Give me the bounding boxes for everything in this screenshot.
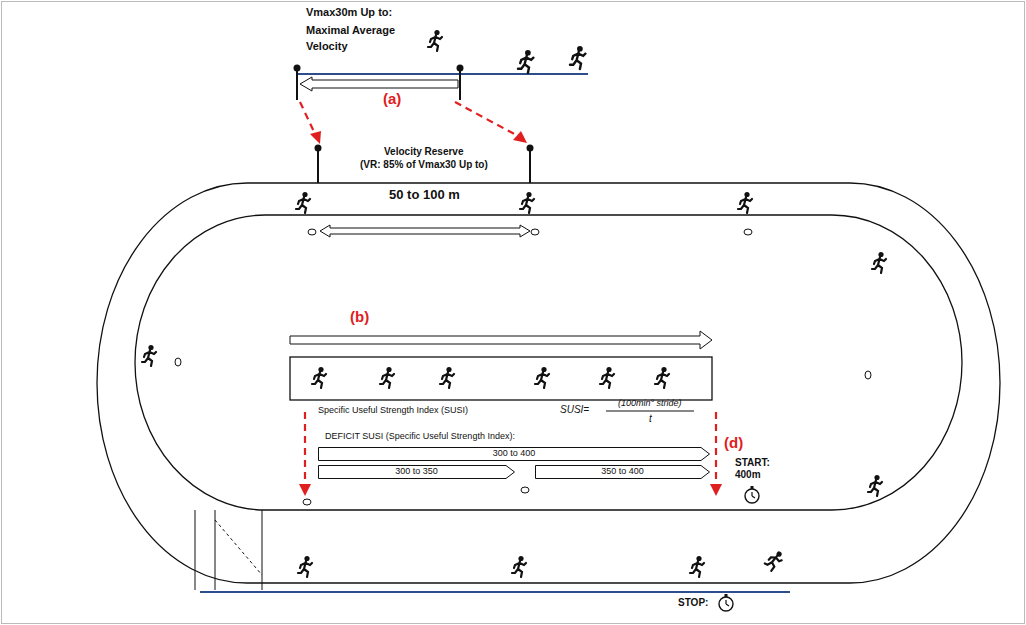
start-label: START: xyxy=(735,457,770,469)
stop-label: STOP: xyxy=(678,597,708,609)
section-label: DEFICIT SUSI (Specific Useful Strength I… xyxy=(325,431,515,441)
formula-numerator: (100min° stride) xyxy=(618,398,682,408)
heading-label: Maximal Average Velocity xyxy=(306,22,418,54)
section-label: (VR: 85% of Vmax30 Up to) xyxy=(360,159,488,171)
formula-denominator: t xyxy=(649,413,652,425)
range-arrow: 300 to 350 xyxy=(318,465,515,479)
range-arrow: 300 to 400 xyxy=(318,447,710,461)
heading-label: Vmax30m Up to: xyxy=(306,6,392,19)
range-text: 300 to 400 xyxy=(318,447,710,460)
range-arrow: 350 to 400 xyxy=(535,465,710,479)
start-label: 400m xyxy=(735,469,761,481)
section-label: Velocity Reserve xyxy=(384,146,464,158)
callout-letter: (d) xyxy=(724,434,743,451)
distance-label: 50 to 100 m xyxy=(389,188,460,203)
formula-text: SUSI= xyxy=(560,404,589,416)
index-label: Specific Useful Strength Index (SUSI) xyxy=(318,405,468,415)
callout-letter: (a) xyxy=(383,90,401,107)
callout-letter: (b) xyxy=(350,308,369,325)
range-text: 350 to 400 xyxy=(535,465,710,478)
range-text: 300 to 350 xyxy=(318,465,515,478)
